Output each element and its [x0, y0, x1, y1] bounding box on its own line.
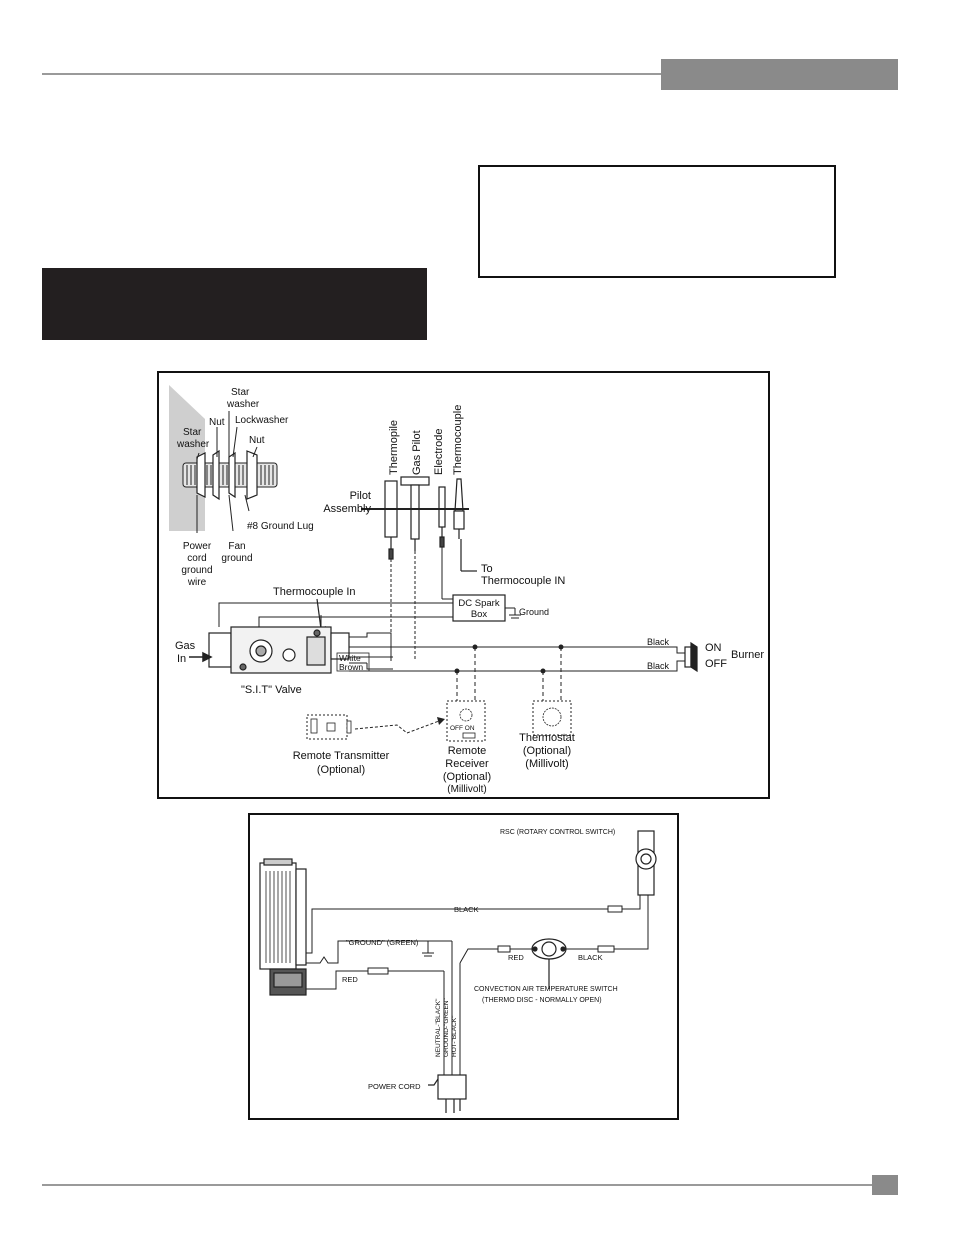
dc-spark-box	[452, 594, 506, 622]
black-wire-top-label: Black	[647, 637, 670, 647]
pilot-assembly	[361, 476, 477, 572]
hot-wire-label: HOT-"BLACK"	[451, 1015, 458, 1057]
svg-text:ground: ground	[221, 553, 252, 564]
gas-pilot-label: Gas Pilot	[411, 430, 423, 475]
svg-text:Receiver: Receiver	[445, 758, 489, 770]
svg-text:Fan: Fan	[228, 541, 245, 552]
electrode-label: Electrode	[433, 429, 445, 475]
gas-in-label: Gas	[175, 640, 196, 652]
elec-diagram-frame	[248, 813, 679, 1120]
gas-valve-wiring-diagram: Star washer Nut Lockwasher Star washer N…	[157, 371, 770, 799]
wall-shading	[169, 385, 205, 531]
svg-text:(Optional): (Optional)	[443, 771, 491, 783]
ground-lug-label: #8 Ground Lug	[247, 521, 314, 532]
thermostat-label: Thermostat (Optional) (Millivolt)	[519, 732, 575, 770]
ground-symbol	[505, 607, 521, 619]
sit-valve-label: "S.I.T" Valve	[241, 684, 302, 696]
gas-in-arrow	[189, 651, 213, 663]
lockwasher-label: Lockwasher	[235, 415, 289, 426]
star-washer-left-label-2: washer	[176, 439, 210, 450]
burner-label: Burner	[731, 649, 764, 661]
dc-spark-box-label: DC Spark	[458, 598, 499, 609]
star-washer-left-label: Star	[183, 427, 202, 438]
white-wire-label: White	[339, 653, 361, 663]
on-label: ON	[705, 642, 722, 654]
star-washer-top-label: Star	[231, 387, 250, 398]
svg-text:wire: wire	[187, 577, 207, 588]
footer-rule	[42, 1184, 872, 1186]
svg-text:Remote Transmitter: Remote Transmitter	[293, 750, 390, 762]
svg-text:(Millivolt): (Millivolt)	[525, 758, 568, 770]
svg-text:ground: ground	[181, 565, 212, 576]
nut-top-label: Nut	[209, 417, 225, 428]
black-mid-label: BLACK	[578, 953, 603, 962]
valve-upper-wires	[218, 602, 453, 629]
thermocouple-in-label: Thermocouple In	[273, 586, 356, 598]
section-banner	[42, 268, 427, 340]
remote-receiver-label: Remote Receiver (Optional)	[443, 745, 491, 783]
brown-wire-label: Brown	[339, 662, 363, 672]
red-left-label: RED	[342, 975, 358, 984]
remote-receiver-millivolt: (Millivolt)	[447, 784, 486, 795]
fan-ground-label: Fan ground	[221, 541, 252, 564]
wire-connectors	[367, 905, 623, 975]
stud-leader-lines	[196, 411, 258, 533]
receiver-knob	[459, 708, 473, 722]
optional-device-wires	[456, 647, 562, 701]
thermopile-label: Thermopile	[388, 420, 400, 475]
header-rule	[42, 73, 662, 75]
dc-spark-box-label-2: Box	[471, 609, 488, 620]
blower-unit	[259, 858, 307, 996]
pilot-assembly-label-2: Assembly	[323, 503, 371, 515]
rsc-label: RSC (ROTARY CONTROL SWITCH)	[500, 829, 615, 836]
neutral-wire-label: NEUTRAL-"BLACK"	[435, 998, 442, 1057]
sit-valve	[208, 626, 350, 674]
svg-text:(Optional): (Optional)	[523, 745, 571, 757]
transmitter-signal	[354, 720, 440, 734]
black-wire-bottom-label: Black	[647, 661, 670, 671]
thermostat-dial	[542, 707, 562, 727]
elec-ground-symbol	[422, 941, 434, 957]
svg-text:Thermostat: Thermostat	[519, 732, 575, 744]
burner-on-off-switch	[684, 641, 698, 673]
remote-transmitter-label: Remote Transmitter (Optional)	[293, 750, 390, 776]
fan-wiring-diagram: RSC (ROTARY CONTROL SWITCH) BLACK "GROUN…	[248, 813, 679, 1120]
off-label: OFF	[705, 658, 727, 670]
pilot-assembly-label: Pilot	[350, 490, 371, 502]
signal-arrow	[437, 717, 445, 725]
ground-green-label: "GROUND" (GREEN)	[346, 938, 419, 947]
power-cord	[428, 1074, 467, 1113]
black-top-label: BLACK	[454, 905, 479, 914]
ground-stud-assembly	[182, 449, 278, 501]
power-cord-label: POWER CORD	[368, 1082, 421, 1091]
gas-in-label-2: In	[177, 653, 186, 665]
ground-label: Ground	[519, 607, 549, 617]
svg-text:(Optional): (Optional)	[317, 764, 365, 776]
svg-text:Power: Power	[183, 541, 212, 552]
svg-text:cord: cord	[187, 553, 206, 564]
header-section-tab	[661, 59, 898, 90]
white-brown-box	[336, 652, 370, 672]
switch-title-label: CONVECTION AIR TEMPERATURE SWITCH	[474, 986, 618, 993]
nut-right-label: Nut	[249, 435, 265, 446]
to-label: To	[481, 563, 493, 575]
ground-wire-label: GROUND-"GREEN"	[443, 998, 450, 1057]
receiver-slide-switch	[462, 732, 476, 739]
switch-sub-label: (THERMO DISC - NORMALLY OPEN)	[482, 997, 602, 1004]
thermo-disc-switch	[531, 938, 567, 989]
svg-text:Remote: Remote	[448, 745, 487, 757]
star-washer-top-label-2: washer	[226, 399, 260, 410]
rotary-control-switch	[635, 830, 657, 896]
to-thermocouple-in-label: Thermocouple IN	[481, 575, 565, 587]
footer-page-tab	[872, 1175, 898, 1195]
power-cord-ground-label: Power cord ground wire	[181, 541, 212, 588]
thermocouple-label: Thermocouple	[452, 405, 464, 475]
red-mid-label: RED	[508, 953, 524, 962]
pilot-wires	[441, 547, 453, 600]
receiver-switch-label: OFF ON	[450, 725, 475, 732]
notice-box	[478, 165, 836, 278]
